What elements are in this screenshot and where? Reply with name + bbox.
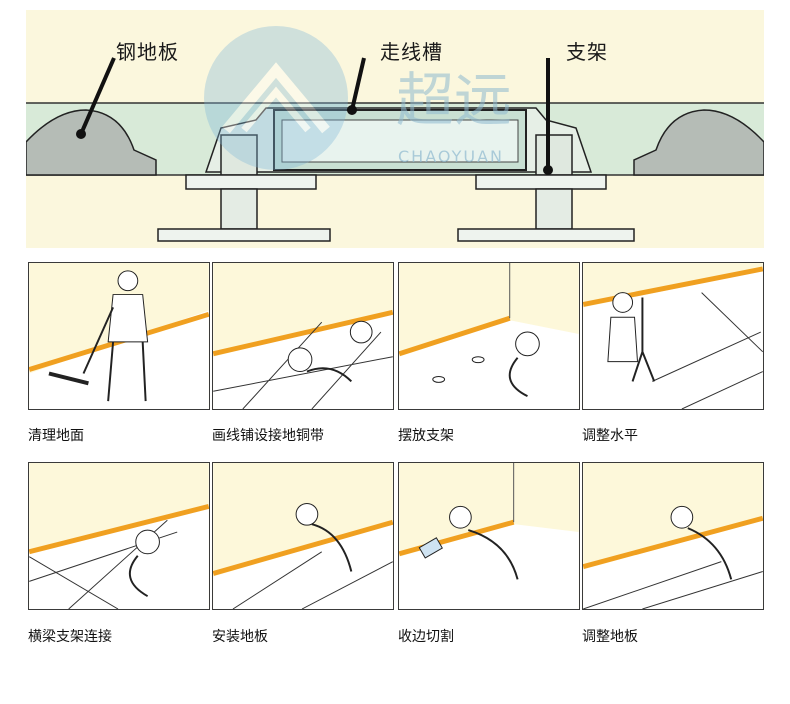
- raised-floor-cross-section: 超远 CHAOYUAN: [26, 10, 764, 248]
- label-steel-floor: 钢地板: [116, 40, 179, 64]
- step-panel-4: [582, 262, 764, 410]
- step-caption-1: 清理地面: [28, 428, 84, 444]
- step-caption-7: 收边切割: [398, 629, 454, 645]
- left-pedestal-cap: [220, 134, 258, 176]
- right-pedestal-cap: [535, 134, 573, 176]
- watermark-brand-en: CHAOYUAN: [398, 147, 504, 166]
- step-panel-5: [28, 462, 210, 610]
- step-panel-1: [28, 262, 210, 410]
- step-panel-2: [212, 262, 394, 410]
- step-caption-6: 安装地板: [212, 629, 268, 645]
- step-panel-8: [582, 462, 764, 610]
- watermark-brand-cn: 超远: [396, 66, 512, 134]
- label-bracket: 支架: [566, 40, 608, 64]
- step-panel-7: [398, 462, 580, 610]
- step-caption-8: 调整地板: [582, 629, 638, 645]
- step-caption-5: 横梁支架连接: [28, 629, 112, 645]
- left-floor-dome: [26, 109, 157, 176]
- step-panel-3: [398, 262, 580, 410]
- step-panel-6: [212, 462, 394, 610]
- step-caption-3: 摆放支架: [398, 428, 454, 444]
- right-pedestal-post: [535, 188, 573, 230]
- step-caption-4: 调整水平: [582, 428, 638, 444]
- left-pedestal-post: [220, 188, 258, 230]
- right-floor-dome: [633, 109, 764, 176]
- steel-floor-leader: [79, 57, 116, 135]
- watermark-logo: [204, 26, 348, 170]
- label-wire-trough: 走线槽: [380, 40, 443, 64]
- wire-trough-leader: [350, 57, 366, 111]
- step-caption-2: 画线铺设接地铜带: [212, 428, 324, 444]
